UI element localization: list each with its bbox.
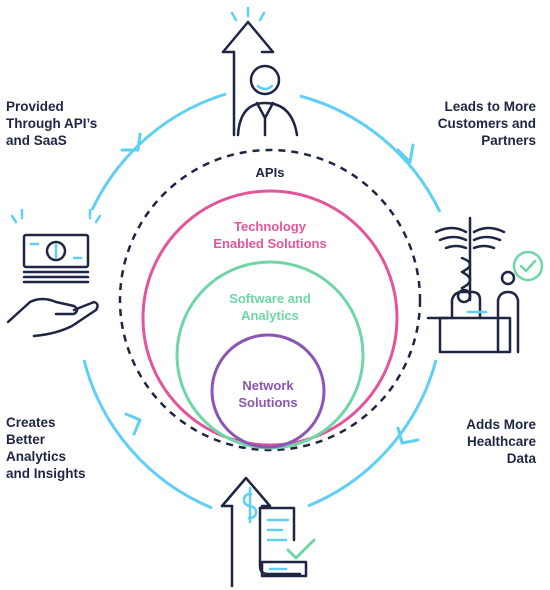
arrowhead-left-top — [120, 132, 142, 152]
label-line: Healthcare — [466, 434, 536, 449]
label-line: Better — [6, 432, 46, 447]
layer-label-software: Software and Analytics — [195, 290, 345, 324]
label-line: Analytics — [6, 449, 67, 464]
caduceus-doctors-icon — [426, 216, 520, 354]
layer-label-text: APIs — [255, 165, 285, 180]
label-line: and Insights — [6, 466, 86, 481]
label-leads-to-more-customers: Leads to More Customers and Partners — [438, 98, 536, 149]
arrowhead-right-top — [396, 143, 415, 164]
label-line: Adds More — [466, 417, 536, 432]
layer-label-text: Network — [242, 378, 294, 393]
cycle-arrowheads — [120, 132, 420, 445]
layer-label-network: Network Solutions — [208, 377, 328, 411]
label-line: Creates — [6, 415, 56, 430]
billing-accents — [242, 486, 290, 571]
money-details — [10, 208, 102, 260]
billing-document-icon — [220, 476, 308, 588]
outer-cycle — [82, 92, 442, 510]
label-line: Partners — [481, 133, 536, 148]
cycle-arc-bottom-right — [307, 359, 438, 508]
network-ring — [210, 333, 326, 449]
document-check-icon — [286, 538, 316, 560]
label-line: Data — [506, 451, 536, 466]
cycle-arc-top-right — [299, 94, 442, 213]
layer-label-text: Technology — [234, 219, 306, 234]
label-line: Provided — [6, 99, 64, 114]
apis-ring — [118, 148, 422, 452]
layer-label-text: Solutions — [238, 395, 298, 410]
money-hand-icon — [6, 233, 99, 338]
sparkle-top — [230, 6, 266, 22]
layer-label-apis: APIs — [220, 164, 320, 181]
label-creates-better-analytics: Creates Better Analytics and Insights — [6, 414, 86, 482]
cycle-arc-top-left — [90, 92, 227, 211]
label-line: Through API’s — [6, 116, 98, 131]
label-line: and SaaS — [6, 133, 67, 148]
check-badge-icon — [512, 250, 544, 282]
layer-label-text: Software and — [229, 291, 311, 306]
technology-ring — [141, 189, 399, 447]
label-provided-through-apis: Provided Through API’s and SaaS — [6, 98, 97, 149]
label-adds-more-healthcare-data: Adds More Healthcare Data — [466, 416, 536, 467]
arrowhead-left-bottom — [124, 412, 142, 436]
layer-label-text: Enabled Solutions — [213, 236, 327, 251]
person-growth-icon — [221, 20, 299, 137]
label-line: Customers and — [437, 116, 536, 131]
layer-label-text: Analytics — [241, 308, 299, 323]
label-line: Leads to More — [444, 99, 536, 114]
smile-accent — [256, 84, 274, 91]
cycle-arc-bottom-left — [82, 359, 213, 510]
layer-label-technology: Technology Enabled Solutions — [190, 218, 350, 252]
arrowhead-right-bottom — [396, 426, 420, 445]
